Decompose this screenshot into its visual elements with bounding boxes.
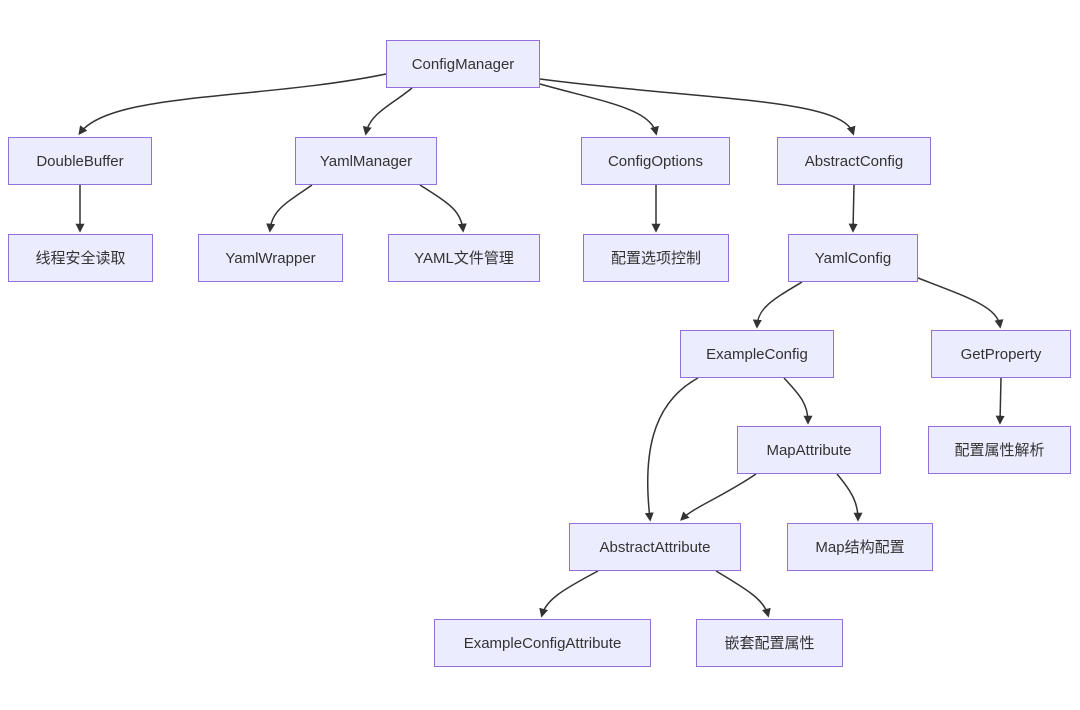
edge-yamlconfig-exampleconfig xyxy=(752,281,803,329)
node-get-property: GetProperty xyxy=(931,330,1071,378)
node-yaml-wrapper: YamlWrapper xyxy=(198,234,343,282)
node-yaml-config: YamlConfig xyxy=(788,234,918,282)
node-example-config-attribute: ExampleConfigAttribute xyxy=(434,619,651,667)
node-config-property-parsing: 配置属性解析 xyxy=(928,426,1071,474)
node-abstract-config: AbstractConfig xyxy=(777,137,931,185)
edge-exampleconfig-mapattribute xyxy=(783,377,813,425)
edge-yamlmanager-yamlfilemgmt xyxy=(419,184,467,233)
edge-abstractconfig-yamlconfig xyxy=(848,184,858,233)
edge-yamlconfig-getproperty xyxy=(917,277,1004,329)
edge-abstractattr-exampleconfigattr xyxy=(539,570,599,618)
node-config-manager: ConfigManager xyxy=(386,40,540,88)
node-config-option-control: 配置选项控制 xyxy=(583,234,729,282)
edge-getproperty-propertyparsing xyxy=(995,377,1005,425)
node-map-structure-config: Map结构配置 xyxy=(787,523,933,571)
node-nested-config-attribute: 嵌套配置属性 xyxy=(696,619,843,667)
edge-configmanager-configoptions xyxy=(539,83,659,136)
edge-configmanager-doublebuffer xyxy=(78,73,387,136)
node-double-buffer: DoubleBuffer xyxy=(8,137,152,185)
node-thread-safe-read: 线程安全读取 xyxy=(8,234,153,282)
edge-exampleconfig-abstractattr xyxy=(644,377,699,522)
node-abstract-attribute: AbstractAttribute xyxy=(569,523,741,571)
edge-configmanager-yamlmanager xyxy=(362,87,413,136)
edge-yamlmanager-yamlwrapper xyxy=(266,184,313,233)
node-config-options: ConfigOptions xyxy=(581,137,730,185)
edge-mapattribute-abstractattr xyxy=(680,473,757,521)
edge-mapattribute-mapstructure xyxy=(836,473,863,522)
edge-abstractattr-nestedconfigattr xyxy=(715,570,771,618)
node-map-attribute: MapAttribute xyxy=(737,426,881,474)
node-yaml-manager: YamlManager xyxy=(295,137,437,185)
node-example-config: ExampleConfig xyxy=(680,330,834,378)
edge-configmanager-abstractconfig xyxy=(539,78,856,136)
node-yaml-file-management: YAML文件管理 xyxy=(388,234,540,282)
